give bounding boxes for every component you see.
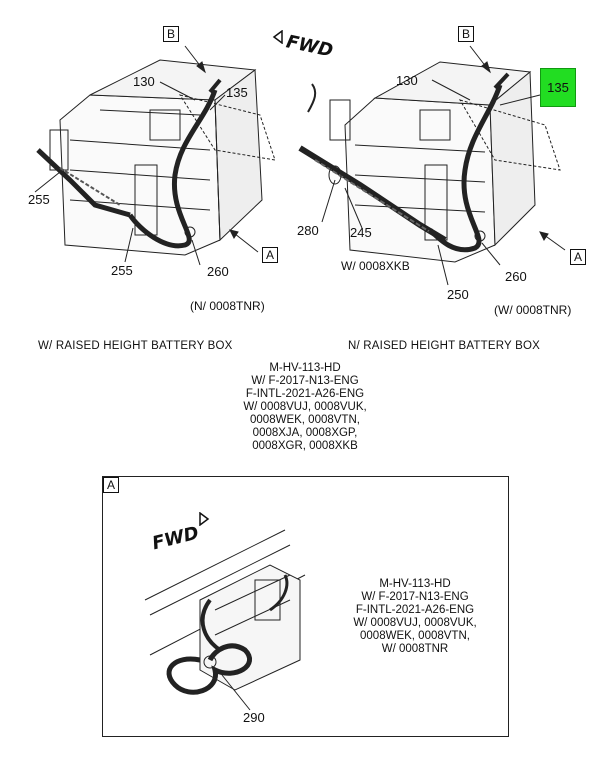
callout-245-right: 245	[350, 225, 372, 240]
callout-130-right: 130	[396, 73, 418, 88]
callout-130-left: 130	[133, 74, 155, 89]
caption-left: W/ RAISED HEIGHT BATTERY BOX	[38, 340, 233, 352]
detail-a-label: A	[103, 477, 120, 493]
callout-135-right-highlight: 135	[540, 68, 576, 107]
view-b-label-left: B	[163, 26, 180, 42]
applicability-notes: M-HV-113-HD W/ F-2017-N13-ENG F-INTL-202…	[243, 362, 367, 452]
view-b-label-right: B	[458, 26, 475, 42]
callout-250-right: 250	[447, 287, 469, 302]
note-260-right: (W/ 0008TNR)	[494, 303, 572, 317]
fwd-arrow-detail-icon	[198, 512, 210, 526]
callout-255-left-b: 255	[111, 263, 133, 278]
callout-135-left: 135	[226, 85, 248, 100]
note-245-right: W/ 0008XKB	[341, 259, 410, 273]
detail-ref-a-right: A	[570, 249, 587, 265]
callout-255-left-a: 255	[28, 192, 50, 207]
callout-280-right: 280	[297, 223, 319, 238]
callout-260-right: 260	[505, 269, 527, 284]
detail-notes: M-HV-113-HD W/ F-2017-N13-ENG F-INTL-202…	[353, 578, 477, 655]
detail-ref-a-left: A	[262, 247, 279, 263]
detail-a-frame	[102, 476, 509, 737]
callout-260-left: 260	[207, 264, 229, 279]
note-260-left: (N/ 0008TNR)	[190, 299, 265, 313]
fwd-arrow-icon	[272, 30, 286, 44]
caption-right: N/ RAISED HEIGHT BATTERY BOX	[348, 340, 540, 352]
callout-290: 290	[243, 710, 265, 725]
